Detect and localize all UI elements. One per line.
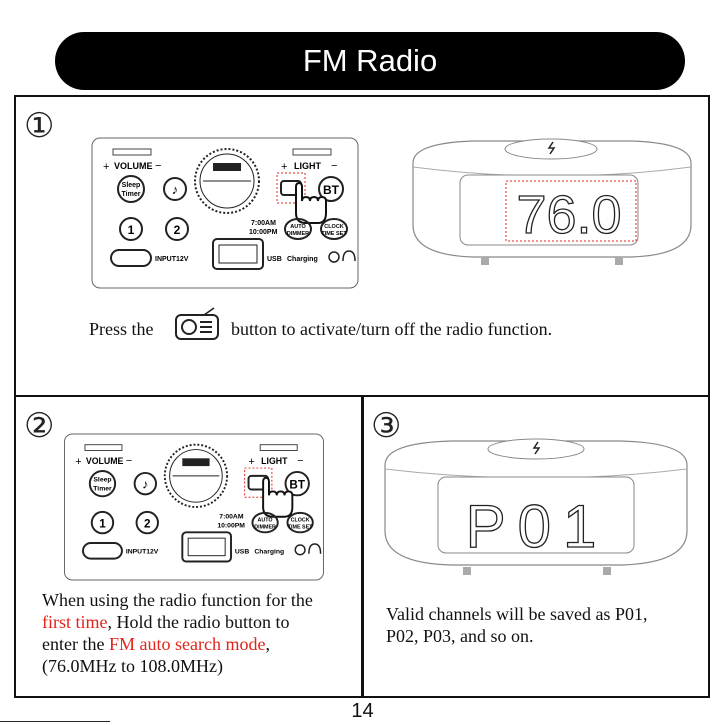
- step-1-panel: ① + VOLUME − + LIGHT − Sleep Timer ♪ BT: [14, 95, 710, 397]
- svg-text:AUTO: AUTO: [258, 518, 273, 524]
- alarm1-time: 7:00AM: [251, 220, 276, 227]
- music-note-icon: ♪: [172, 182, 179, 197]
- svg-text:1: 1: [128, 223, 135, 237]
- bottom-rule: [0, 721, 110, 722]
- page-title: FM Radio: [302, 43, 438, 78]
- svg-text:INPUT12V: INPUT12V: [126, 549, 159, 556]
- auto-label-bottom: DIMMER: [287, 231, 309, 237]
- svg-text:−: −: [297, 455, 303, 467]
- svg-text:BT: BT: [289, 479, 305, 492]
- volume-minus: −: [155, 160, 161, 172]
- svg-text:DIMMER: DIMMER: [254, 524, 276, 530]
- input-label: INPUT12V: [155, 256, 189, 263]
- clock-label-top: CLOCK: [324, 224, 344, 230]
- bt-label: BT: [323, 183, 340, 197]
- light-label: LIGHT: [294, 161, 321, 171]
- svg-text:+: +: [249, 456, 255, 468]
- step-2-caption: When using the radio function for the fi…: [42, 590, 313, 676]
- svg-text:10:00PM: 10:00PM: [217, 522, 245, 529]
- svg-text:CLOCK: CLOCK: [291, 518, 310, 524]
- auto-label-top: AUTO: [290, 224, 306, 230]
- light-minus: −: [331, 160, 337, 172]
- step-3-number: ③: [371, 406, 402, 446]
- svg-text:2: 2: [174, 223, 181, 237]
- svg-text:7:00AM: 7:00AM: [219, 514, 244, 521]
- step-1-number: ①: [24, 106, 55, 146]
- charging-label: Charging: [287, 256, 318, 263]
- svg-text:Sleep: Sleep: [93, 477, 111, 484]
- svg-text:USB: USB: [235, 549, 249, 556]
- svg-text:TIME SET: TIME SET: [288, 524, 313, 530]
- sleep-label-top: Sleep: [122, 182, 141, 189]
- alarm-clock-illustration: 76.0: [412, 138, 692, 265]
- step-2-panel: ② + VOLUME − + LIGHT − Sleep Timer ♪ BT …: [14, 395, 364, 698]
- step-2-number: ②: [24, 406, 55, 446]
- svg-text:LIGHT: LIGHT: [261, 456, 288, 466]
- volume-label: VOLUME: [114, 161, 153, 171]
- display-readout: 76.0: [516, 185, 621, 245]
- volume-plus: +: [103, 161, 109, 173]
- hand-pointer-icon: [295, 181, 327, 224]
- svg-text:+: +: [75, 456, 81, 468]
- control-panel-diagram-2: + VOLUME − + LIGHT − Sleep Timer ♪ BT 1 …: [64, 433, 324, 581]
- charging-bolt-icon: [547, 141, 556, 155]
- control-panel-diagram: + VOLUME − + LIGHT − Sleep Timer ♪ BT 1 …: [91, 137, 359, 289]
- sleep-label-bottom: Timer: [122, 191, 141, 198]
- light-plus: +: [281, 161, 287, 173]
- svg-text:Charging: Charging: [254, 549, 284, 556]
- clock-label-bottom: TIME SET: [321, 231, 347, 237]
- hand-pointer-icon: [262, 476, 294, 518]
- step-3-panel: ③ P01 Valid channels will be saved as P0…: [361, 395, 710, 698]
- svg-text:2: 2: [144, 517, 151, 530]
- step-3-caption: Valid channels will be saved as P01, P02…: [386, 604, 648, 646]
- alarm-clock-illustration-2: P01: [384, 438, 688, 575]
- step-1-caption-start: Press the: [89, 319, 154, 339]
- svg-text:VOLUME: VOLUME: [86, 456, 124, 466]
- usb-label: USB: [267, 256, 282, 263]
- page-number: 14: [351, 700, 374, 722]
- charging-bolt-icon: [532, 441, 541, 455]
- title-banner: FM Radio: [55, 32, 685, 90]
- alarm2-time: 10:00PM: [249, 229, 278, 236]
- svg-text:Timer: Timer: [93, 485, 112, 492]
- svg-text:−: −: [126, 455, 132, 467]
- music-note-icon: ♪: [142, 478, 148, 492]
- step-1-caption-end: button to activate/turn off the radio fu…: [231, 319, 553, 339]
- svg-text:1: 1: [99, 517, 106, 530]
- radio-button-icon: [175, 307, 219, 340]
- display-readout: P01: [466, 493, 609, 560]
